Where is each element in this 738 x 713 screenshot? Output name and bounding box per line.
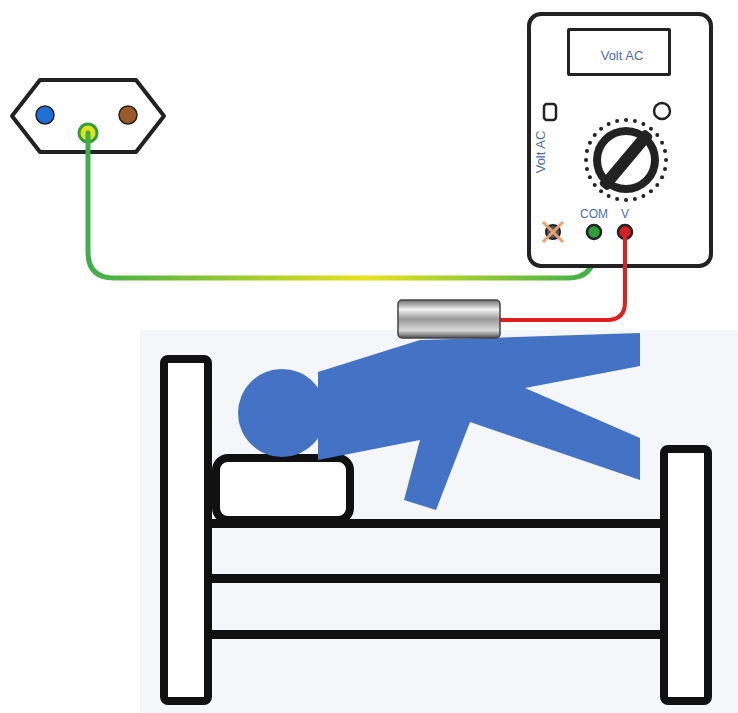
terminal-label-slot: V — [613, 204, 637, 222]
cross-mark — [543, 222, 563, 242]
probe-electrode — [398, 300, 500, 338]
display-reading: Volt AC — [601, 48, 644, 63]
dial-label: Volt AC — [533, 131, 548, 174]
earth-wire — [88, 133, 594, 278]
terminal-label-slot: COM — [569, 204, 619, 222]
person — [238, 333, 640, 510]
live-pin — [119, 106, 137, 124]
dial-knob — [598, 129, 653, 192]
bed-background — [140, 330, 738, 713]
display-reading-slot: Volt AC — [592, 46, 652, 64]
dial-label-slot: Volt AC — [531, 107, 549, 197]
multimeter-housing — [529, 14, 711, 266]
com-terminal — [587, 225, 601, 239]
multimeter-button — [544, 104, 556, 120]
multimeter-display: Volt AC — [567, 28, 671, 76]
multimeter: Volt AC COM V Volt AC — [527, 12, 713, 268]
neutral-pin — [36, 106, 54, 124]
terminal-label: V — [621, 207, 629, 221]
probe-wire — [498, 236, 625, 320]
dial — [593, 127, 659, 193]
multimeter-button — [654, 103, 670, 119]
dial-ticks — [584, 118, 668, 202]
terminal-label: COM — [580, 207, 608, 221]
